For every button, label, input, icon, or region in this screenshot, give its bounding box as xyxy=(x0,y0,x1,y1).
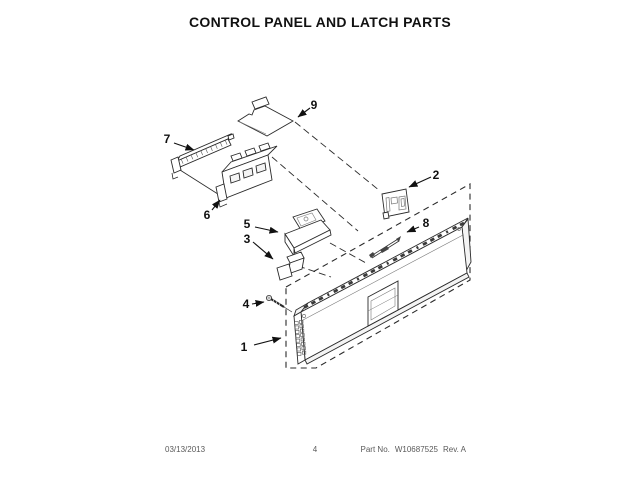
panel-handle-recess xyxy=(367,280,399,327)
page-footer: 03/13/2013 4 Part No. W10687525 Rev. A xyxy=(0,445,640,459)
strip-hatch-marks xyxy=(180,139,228,164)
callout-3-arrow xyxy=(252,241,274,260)
callout-8-label: 8 xyxy=(423,216,430,230)
callout-4-label: 4 xyxy=(243,297,250,311)
part-8-latch-pin xyxy=(369,236,401,259)
callout-1-label: 1 xyxy=(241,340,248,354)
callout-1-arrow xyxy=(253,336,282,346)
panel-vent-grid xyxy=(294,319,307,356)
panel-button-ticks xyxy=(303,221,465,309)
footer-part-number: W10687525 xyxy=(394,445,439,454)
part-2-control-insert xyxy=(381,188,410,220)
footer-date: 03/13/2013 xyxy=(165,445,206,454)
part-4-screw xyxy=(265,294,293,313)
page-title: CONTROL PANEL AND LATCH PARTS xyxy=(189,14,451,30)
callout-2-arrow xyxy=(408,176,432,188)
callout-6-label: 6 xyxy=(204,208,211,222)
callout-8-arrow xyxy=(406,225,420,233)
callout-5-arrow xyxy=(254,226,279,234)
callout-9-arrow xyxy=(297,107,311,118)
footer-page-number: 4 xyxy=(312,445,318,454)
part-6-control-board xyxy=(179,142,278,208)
panel-dashed-outline xyxy=(285,183,471,369)
part-1-control-panel xyxy=(293,217,472,365)
callout-5-label: 5 xyxy=(244,217,251,231)
callout-arrows xyxy=(173,107,432,346)
callout-4-arrow xyxy=(251,299,265,307)
callout-3-label: 3 xyxy=(244,232,251,246)
callout-7-arrow xyxy=(173,142,195,151)
part-9-insulation-sheet xyxy=(237,96,294,137)
callout-7-label: 7 xyxy=(164,132,171,146)
part-5-latch-assembly xyxy=(284,208,332,258)
footer-part-label: Part No. xyxy=(360,445,390,454)
assembly-leader-lines xyxy=(271,121,381,278)
callout-2-label: 2 xyxy=(433,168,440,182)
part-7-terminal-strip xyxy=(170,133,235,180)
callout-9-label: 9 xyxy=(311,98,318,112)
footer-part-info: Part No. W10687525 Rev. A xyxy=(361,445,466,454)
callout-6-arrow xyxy=(211,199,221,211)
footer-revision: Rev. A xyxy=(443,445,466,454)
part-3-bracket xyxy=(276,251,305,281)
